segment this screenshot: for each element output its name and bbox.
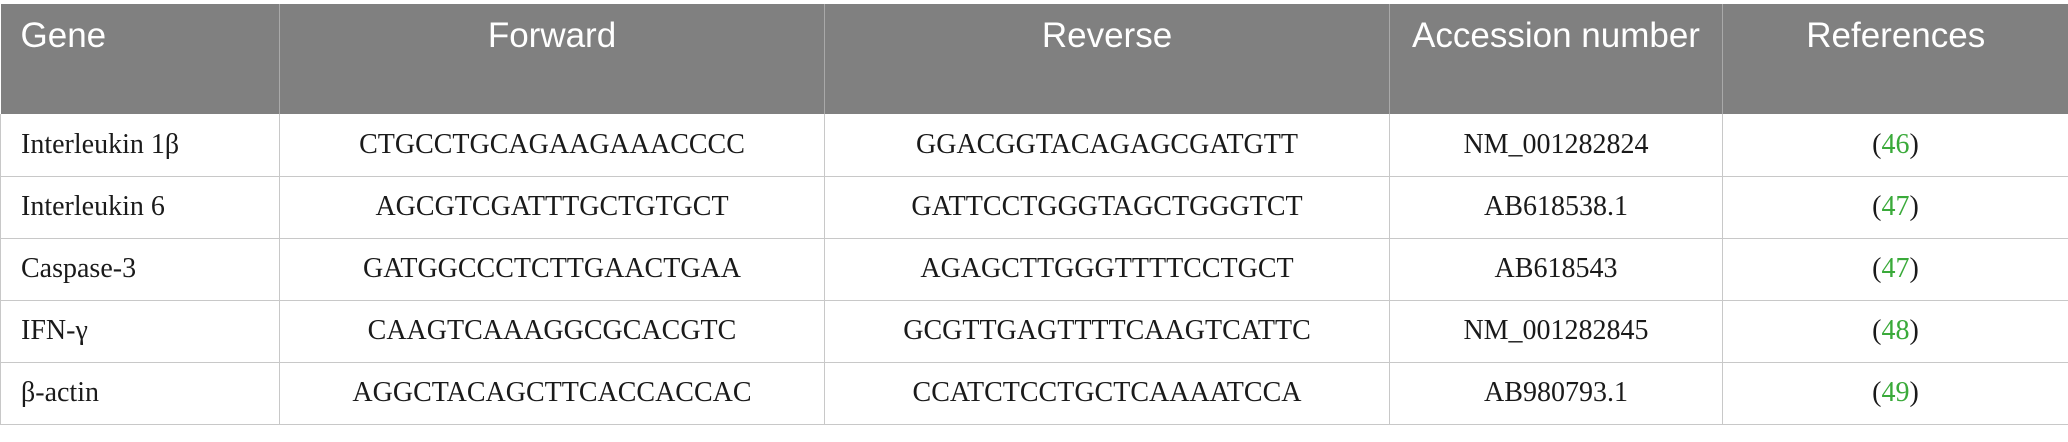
- table-row: Interleukin 1β CTGCCTGCAGAAGAAACCCC GGAC…: [0, 114, 2068, 177]
- primer-table: Gene Forward Reverse Accession number Re…: [0, 4, 2068, 425]
- forward-primer-cell: AGGCTACAGCTTCACCACCAC: [279, 362, 825, 425]
- reverse-primer-cell: CCATCTCCTGCTCAAAATCCA: [824, 362, 1390, 425]
- table-row: Interleukin 6 AGCGTCGATTTGCTGTGCT GATTCC…: [0, 176, 2068, 239]
- reference-cell: (46): [1722, 114, 2068, 177]
- accession-cell: AB980793.1: [1389, 362, 1723, 425]
- accession-cell: NM_001282845: [1389, 300, 1723, 363]
- forward-primer-cell: GATGGCCCTCTTGAACTGAA: [279, 238, 825, 301]
- reverse-primer-cell: GCGTTGAGTTTTCAAGTCATTC: [824, 300, 1390, 363]
- header-row: Gene Forward Reverse Accession number Re…: [0, 4, 2068, 114]
- forward-primer-cell: CAAGTCAAAGGCGCACGTC: [279, 300, 825, 363]
- reference-cell: (47): [1722, 176, 2068, 239]
- header-accession-number: Accession number: [1389, 4, 1723, 114]
- reference-cell: (48): [1722, 300, 2068, 363]
- reference-link[interactable]: 48: [1881, 315, 1910, 346]
- reference-cell: (47): [1722, 238, 2068, 301]
- reference-cell: (49): [1722, 362, 2068, 425]
- gene-cell: IFN-γ: [0, 300, 280, 363]
- reference-link[interactable]: 47: [1881, 253, 1910, 284]
- accession-cell: AB618543: [1389, 238, 1723, 301]
- reverse-primer-cell: GATTCCTGGGTAGCTGGGTCT: [824, 176, 1390, 239]
- table-row: IFN-γ CAAGTCAAAGGCGCACGTC GCGTTGAGTTTTCA…: [0, 300, 2068, 363]
- table-row: Caspase-3 GATGGCCCTCTTGAACTGAA AGAGCTTGG…: [0, 238, 2068, 301]
- reference-link[interactable]: 49: [1881, 377, 1910, 408]
- gene-cell: Interleukin 1β: [0, 114, 280, 177]
- reference-link[interactable]: 47: [1881, 191, 1910, 222]
- reverse-primer-cell: AGAGCTTGGGTTTTCCTGCT: [824, 238, 1390, 301]
- header-forward: Forward: [279, 4, 825, 114]
- primer-table-container: Gene Forward Reverse Accession number Re…: [0, 4, 2068, 425]
- reverse-primer-cell: GGACGGTACAGAGCGATGTT: [824, 114, 1390, 177]
- reference-link[interactable]: 46: [1881, 128, 1910, 160]
- table-row: β-actin AGGCTACAGCTTCACCACCAC CCATCTCCTG…: [0, 362, 2068, 425]
- header-references: References: [1722, 4, 2068, 114]
- gene-cell: Caspase-3: [0, 238, 280, 301]
- forward-primer-cell: AGCGTCGATTTGCTGTGCT: [279, 176, 825, 239]
- accession-cell: NM_001282824: [1389, 114, 1723, 177]
- accession-cell: AB618538.1: [1389, 176, 1723, 239]
- header-gene: Gene: [0, 4, 280, 114]
- gene-cell: Interleukin 6: [0, 176, 280, 239]
- gene-cell: β-actin: [0, 362, 280, 425]
- header-reverse: Reverse: [824, 4, 1390, 114]
- forward-primer-cell: CTGCCTGCAGAAGAAACCCC: [279, 114, 825, 177]
